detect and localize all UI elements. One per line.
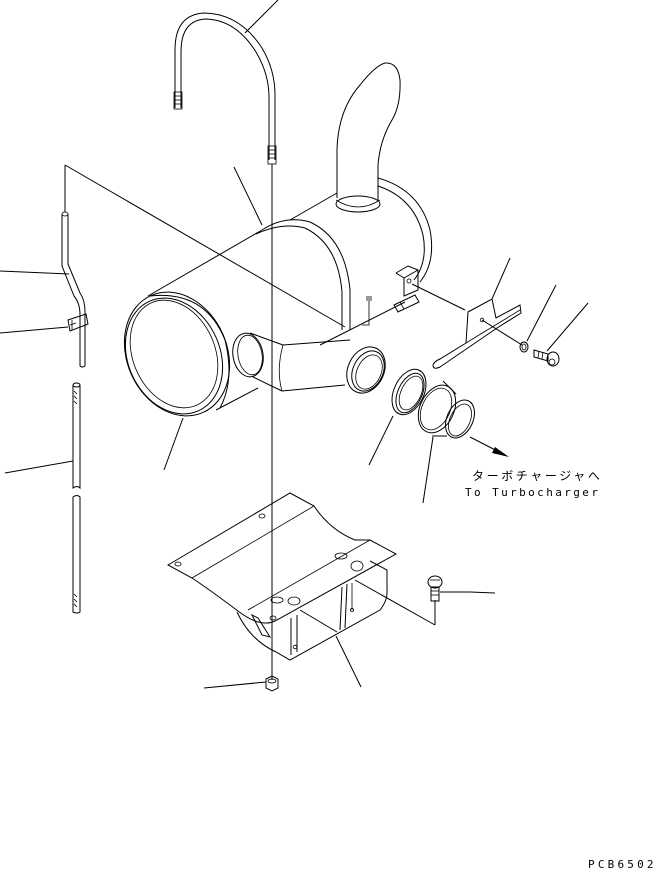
nut — [203, 675, 279, 692]
u-bolt — [173, 0, 279, 165]
washer — [519, 284, 557, 353]
bolt-upper — [533, 302, 589, 367]
rod-upper — [0, 211, 86, 368]
muffler — [123, 177, 433, 471]
bolt-lower — [354, 575, 496, 626]
bracket — [166, 492, 398, 688]
inlet-pipe — [232, 332, 386, 394]
heat-shield — [432, 257, 523, 369]
tail-pipe — [335, 62, 401, 213]
turbocharger-direction-jp: ターボチャージャへ — [472, 469, 603, 483]
connector — [417, 380, 509, 504]
drawing-code: PCB6502 — [588, 858, 657, 871]
gasket-ring — [368, 368, 427, 466]
turbocharger-direction-en: To Turbocharger — [465, 486, 601, 499]
explode-lines — [64, 164, 406, 346]
band — [233, 166, 351, 330]
rod-lower — [4, 382, 81, 614]
clip — [0, 313, 89, 334]
mount-tab — [393, 265, 466, 313]
